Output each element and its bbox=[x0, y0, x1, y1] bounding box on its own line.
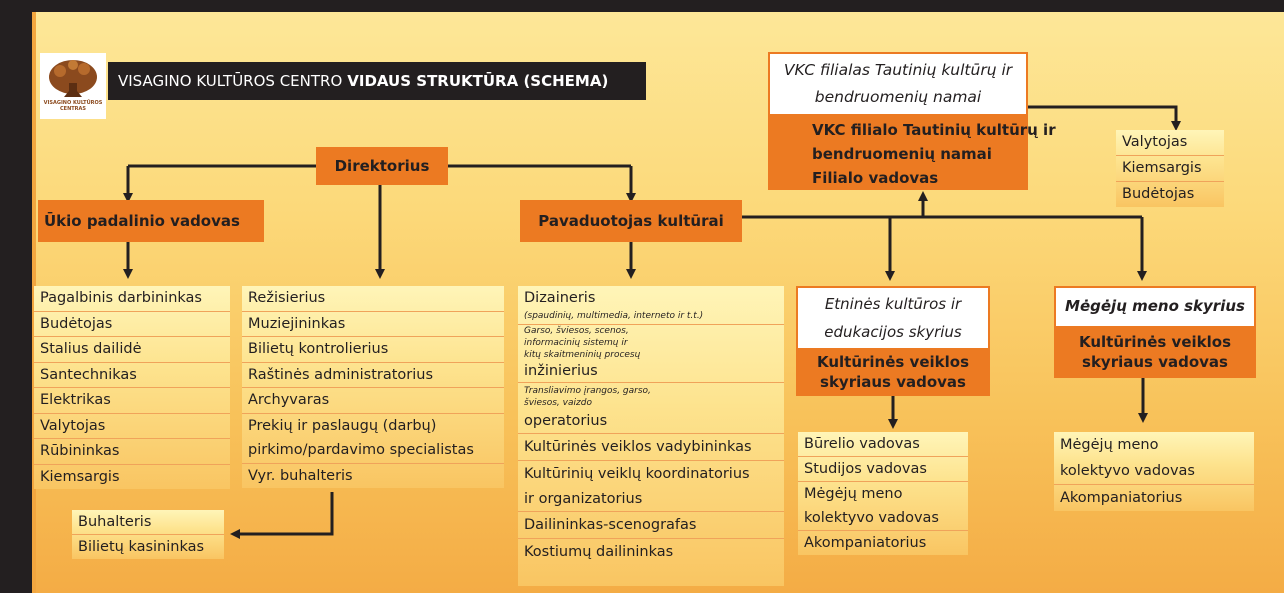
branch-title-line: VKC filialas Tautinių kultūrų ir bbox=[783, 61, 1013, 79]
amateur-staff-list: Mėgėjų meno kolektyvo vadovas Akompaniat… bbox=[1054, 432, 1254, 511]
list-item: pirkimo/pardavimo specialistas bbox=[242, 438, 504, 464]
list-item: Režisierius bbox=[242, 286, 504, 312]
ethnic-title: Etninės kultūros ir edukacijos skyrius bbox=[798, 288, 988, 348]
list-item: Kiemsargis bbox=[40, 468, 120, 485]
tree-logo-icon bbox=[48, 60, 98, 115]
logo bbox=[40, 53, 106, 119]
list-item: Dizaineris bbox=[524, 290, 596, 306]
title-regular: VISAGINO KULTŪROS CENTRO bbox=[118, 72, 343, 90]
branch-title-line: bendruomenių namai bbox=[814, 88, 982, 106]
list-item: Stalius dailidė bbox=[34, 337, 230, 363]
connector-to-branch-staff bbox=[1028, 105, 1181, 131]
left-frame-border bbox=[0, 0, 36, 593]
amateur-title: Mėgėjų meno skyrius bbox=[1056, 288, 1254, 326]
engineer-note: informacinių sistemų ir bbox=[524, 338, 628, 348]
list-item: Valytojas bbox=[1116, 130, 1224, 156]
household-staff-list: Pagalbinis darbininkas Budėtojas Stalius… bbox=[34, 286, 230, 489]
operator-note: šviesos, vaizdo bbox=[524, 398, 592, 408]
branch-head-line: Filialo vadovas bbox=[812, 169, 939, 187]
operator-note: Transliavimo įrangos, garso, bbox=[524, 386, 651, 396]
list-item: Mėgėjų meno bbox=[1060, 437, 1159, 453]
connector-to-accounting bbox=[230, 492, 334, 539]
list-item: Bilietų kasininkas bbox=[78, 539, 205, 555]
ethnic-head: Kultūrinės veiklos skyriaus vadovas bbox=[798, 352, 988, 392]
list-item: Prekių ir paslaugų (darbų) bbox=[248, 417, 437, 434]
list-item: kolektyvo vadovas bbox=[1054, 458, 1254, 485]
list-item: Akompaniatorius bbox=[804, 535, 927, 551]
ethnic-head-line: Kultūrinės veiklos bbox=[816, 353, 969, 371]
list-item: Mėgėjų meno bbox=[804, 486, 903, 502]
branch-title: VKC filialas Tautinių kultūrų ir bendruo… bbox=[770, 54, 1026, 114]
list-item: Valytojas bbox=[34, 414, 230, 439]
list-item: kolektyvo vadovas bbox=[798, 506, 968, 531]
list-item: Budėtojas bbox=[34, 312, 230, 337]
list-item: Vyr. buhalteris bbox=[248, 467, 353, 484]
list-item: Muziejininkas bbox=[242, 312, 504, 337]
list-item: Kiemsargis bbox=[1116, 156, 1224, 182]
list-item: Raštinės administratorius bbox=[242, 363, 504, 388]
amateur-head: Kultūrinės veiklos skyriaus vadovas bbox=[1056, 332, 1254, 372]
deputy-head-box: Pavaduotojas kultūrai bbox=[520, 200, 742, 242]
ethnic-title-line: Etninės kultūros ir bbox=[824, 295, 962, 313]
director-box: Direktorius bbox=[316, 147, 448, 185]
list-item: operatorius bbox=[518, 409, 784, 434]
title-bold: VIDAUS STRUKTŪRA (SCHEMA) bbox=[347, 72, 609, 90]
amateur-head-line: Kultūrinės veiklos bbox=[1078, 333, 1231, 351]
list-item: Pagalbinis darbininkas bbox=[34, 286, 230, 312]
list-item: Kostiumų dailininkas bbox=[524, 544, 674, 560]
amateur-head-line: skyriaus vadovas bbox=[1082, 353, 1228, 371]
engineer-note: Garso, šviesos, scenos, bbox=[524, 326, 629, 336]
top-frame-border bbox=[0, 0, 1284, 12]
list-item: Archyvaras bbox=[242, 388, 504, 414]
branch-head-line: bendruomenių namai bbox=[812, 145, 992, 163]
list-item: inžinierius bbox=[518, 361, 784, 383]
list-item: Buhalteris bbox=[72, 510, 224, 535]
branch-staff-list: Valytojas Kiemsargis Budėtojas bbox=[1116, 130, 1224, 207]
accounting-list: Buhalteris Bilietų kasininkas bbox=[72, 510, 224, 559]
ethnic-box: Etninės kultūros ir edukacijos skyrius K… bbox=[796, 286, 990, 396]
list-item: Kultūrinės veiklos vadybininkas bbox=[518, 434, 784, 461]
list-item: Būrelio vadovas bbox=[798, 432, 968, 457]
list-item: Budėtojas bbox=[1122, 186, 1195, 202]
household-head-box: Ūkio padalinio vadovas bbox=[38, 200, 264, 242]
ethnic-head-line: skyriaus vadovas bbox=[820, 373, 966, 391]
list-item: ir organizatorius bbox=[518, 487, 784, 512]
engineer-note: kitų skaitmeninių procesų bbox=[524, 350, 641, 360]
list-item: Santechnikas bbox=[34, 363, 230, 388]
amateur-box: Mėgėjų meno skyrius Kultūrinės veiklos s… bbox=[1054, 286, 1256, 378]
list-item: Akompaniatorius bbox=[1060, 490, 1183, 506]
logo-caption: VISAGINO KULTŪROS CENTRAS bbox=[43, 100, 103, 112]
director-staff-list: Režisierius Muziejininkas Bilietų kontro… bbox=[242, 286, 504, 488]
list-item: Rūbininkas bbox=[34, 439, 230, 465]
ethnic-staff-list: Būrelio vadovas Studijos vadovas Mėgėjų … bbox=[798, 432, 968, 555]
list-item: Bilietų kontrolierius bbox=[242, 337, 504, 363]
list-item: Kultūrinių veiklų koordinatorius bbox=[524, 466, 750, 482]
branch-head: VKC filialo Tautinių kultūrų ir bendruom… bbox=[812, 118, 1056, 190]
culture-staff-list: Dizaineris (spaudinių, multimedia, inter… bbox=[518, 286, 784, 586]
ethnic-title-line: edukacijos skyrius bbox=[824, 323, 962, 341]
designer-note: (spaudinių, multimedia, interneto ir t.t… bbox=[518, 310, 784, 325]
branch-box: VKC filialas Tautinių kultūrų ir bendruo… bbox=[768, 52, 1056, 190]
list-item: Studijos vadovas bbox=[798, 457, 968, 482]
list-item: Dailininkas-scenografas bbox=[518, 512, 784, 539]
list-item: Elektrikas bbox=[34, 388, 230, 414]
branch-head-line: VKC filialo Tautinių kultūrų ir bbox=[812, 121, 1056, 139]
